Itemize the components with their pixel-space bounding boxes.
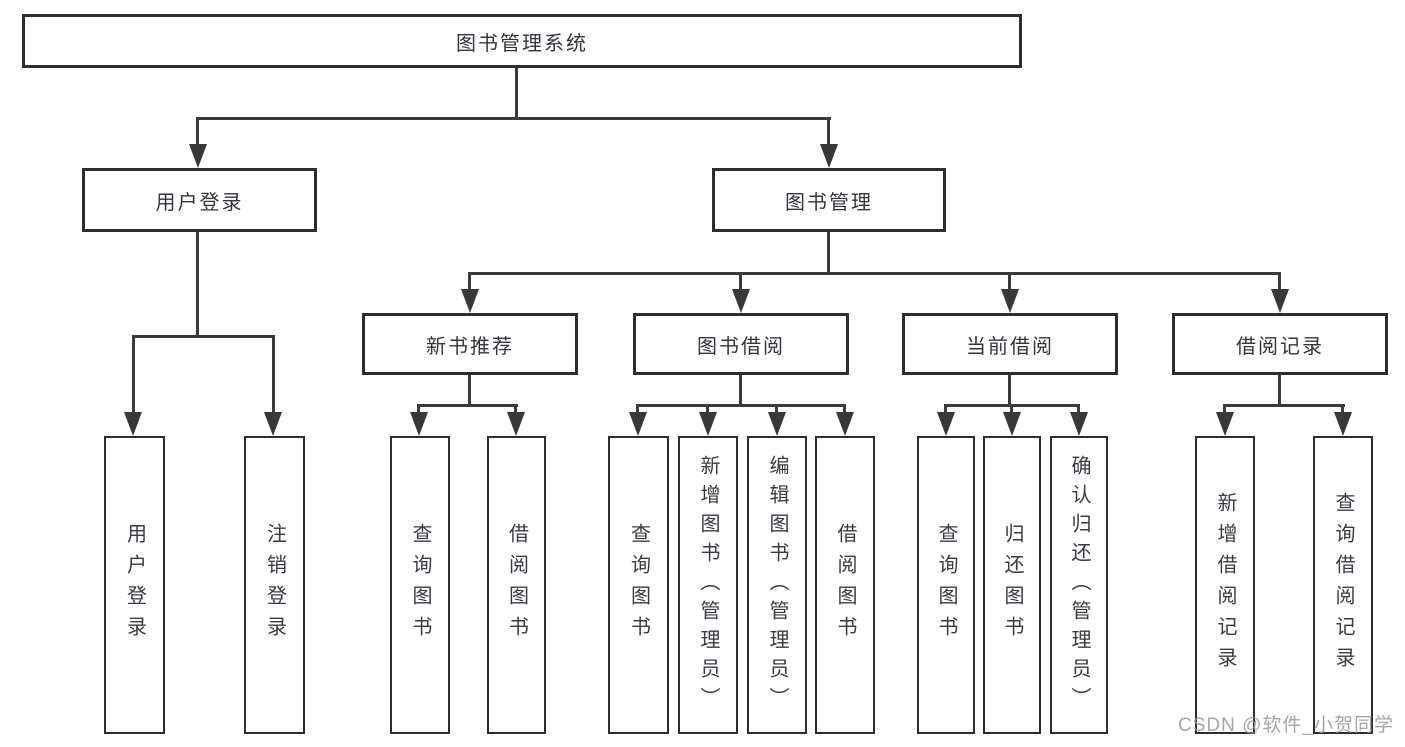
connector-line <box>827 117 830 150</box>
arrow-down-icon <box>189 144 207 168</box>
connector-line <box>636 404 639 418</box>
arrow-down-icon <box>1334 412 1352 436</box>
arrow-down-icon <box>820 144 838 168</box>
connector-line <box>468 375 471 404</box>
connector-line <box>827 232 830 272</box>
node-book-management: 图书管理 <box>712 168 946 232</box>
connector-line <box>739 272 742 295</box>
connector-line <box>132 335 135 418</box>
arrow-down-icon <box>1216 412 1234 436</box>
arrow-down-icon <box>1070 412 1088 436</box>
arrow-down-icon <box>461 289 479 313</box>
connector-line <box>775 404 778 418</box>
leaf-return-books: 归还图书 <box>983 436 1041 734</box>
connector-line <box>417 404 518 407</box>
leaf-logout: 注销登录 <box>244 436 305 734</box>
connector-line <box>1278 375 1281 404</box>
connector-line <box>196 117 831 120</box>
connector-line <box>196 117 199 150</box>
leaf-user-login: 用户登录 <box>104 436 165 734</box>
arrow-down-icon <box>768 412 786 436</box>
leaf-add-books-admin: 新增图书（管理员） <box>678 436 738 734</box>
connector-line <box>843 404 846 418</box>
arrow-down-icon <box>699 412 717 436</box>
arrow-down-icon <box>507 412 525 436</box>
leaf-query-books: 查询图书 <box>917 436 975 734</box>
connector-line <box>417 404 420 418</box>
connector-line <box>1278 272 1281 295</box>
leaf-confirm-return-admin: 确认归还（管理员） <box>1050 436 1108 734</box>
connector-line <box>1010 404 1013 418</box>
connector-line <box>196 232 199 335</box>
connector-line <box>468 272 1281 275</box>
connector-line <box>1008 272 1011 295</box>
connector-line <box>1077 404 1080 418</box>
leaf-add-borrow-record: 新增借阅记录 <box>1195 436 1255 734</box>
node-user-login: 用户登录 <box>82 168 317 232</box>
arrow-down-icon <box>937 412 955 436</box>
arrow-down-icon <box>629 412 647 436</box>
connector-line <box>1341 404 1344 418</box>
connector-line <box>514 404 517 418</box>
node-borrow-records: 借阅记录 <box>1172 313 1388 375</box>
node-current-borrow: 当前借阅 <box>902 313 1118 375</box>
node-new-book-recommend: 新书推荐 <box>362 313 578 375</box>
connector-line <box>944 404 947 418</box>
arrow-down-icon <box>836 412 854 436</box>
arrow-down-icon <box>410 412 428 436</box>
connector-line <box>468 272 471 295</box>
node-root: 图书管理系统 <box>22 14 1022 68</box>
connector-line <box>1223 404 1345 407</box>
arrow-down-icon <box>1271 289 1289 313</box>
csdn-watermark: CSDN @软件_小贺同学 <box>1178 715 1394 736</box>
connector-line <box>272 335 275 418</box>
arrow-down-icon <box>732 289 750 313</box>
connector-line <box>1008 375 1011 404</box>
leaf-query-borrow-record: 查询借阅记录 <box>1313 436 1373 734</box>
node-book-borrow: 图书借阅 <box>633 313 849 375</box>
leaf-query-books: 查询图书 <box>608 436 669 734</box>
connector-line <box>706 404 709 418</box>
leaf-borrow-books: 借阅图书 <box>815 436 875 734</box>
leaf-query-books: 查询图书 <box>390 436 450 734</box>
connector-line <box>739 375 742 404</box>
arrow-down-icon <box>1003 412 1021 436</box>
connector-line <box>1223 404 1226 418</box>
connector-line <box>132 335 275 338</box>
leaf-borrow-books: 借阅图书 <box>487 436 546 734</box>
connector-line <box>515 68 518 117</box>
leaf-edit-books-admin: 编辑图书（管理员） <box>747 436 807 734</box>
arrow-down-icon <box>1001 289 1019 313</box>
connector-line <box>636 404 846 407</box>
arrow-down-icon <box>264 412 282 436</box>
arrow-down-icon <box>124 412 142 436</box>
